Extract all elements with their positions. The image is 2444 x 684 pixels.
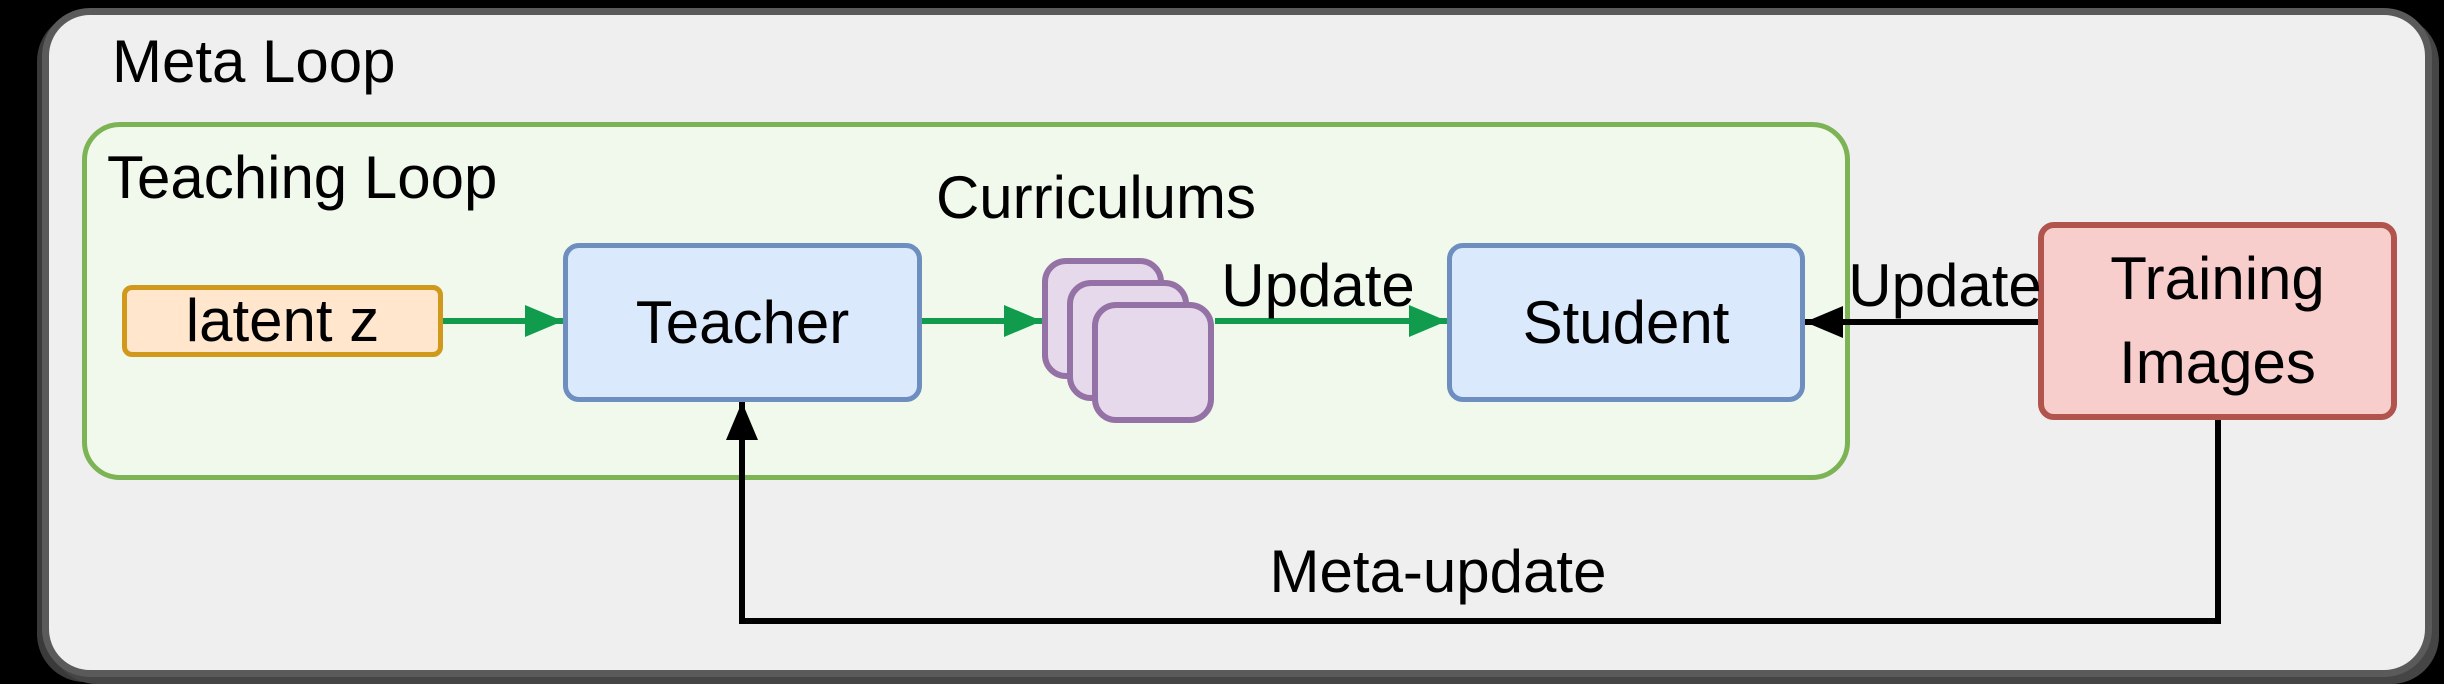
training-images-node: Training Images bbox=[2038, 222, 2397, 420]
teacher-node: Teacher bbox=[563, 243, 922, 402]
latent-z-label: latent z bbox=[185, 287, 380, 354]
latent-z-node: latent z bbox=[122, 285, 443, 357]
teaching-loop-title: Teaching Loop bbox=[107, 144, 498, 211]
teacher-label: Teacher bbox=[635, 288, 850, 356]
student-label: Student bbox=[1522, 288, 1730, 356]
student-node: Student bbox=[1447, 243, 1805, 402]
update-label-images-student: Update bbox=[1848, 252, 2042, 319]
meta-loop-title: Meta Loop bbox=[112, 28, 396, 95]
update-label-curriculums-student: Update bbox=[1221, 252, 1415, 319]
training-images-label: Training Images bbox=[2110, 245, 2325, 396]
curriculums-label: Curriculums bbox=[935, 164, 1257, 231]
curriculum-card-front bbox=[1092, 302, 1214, 423]
meta-update-label: Meta-update bbox=[1269, 538, 1607, 605]
